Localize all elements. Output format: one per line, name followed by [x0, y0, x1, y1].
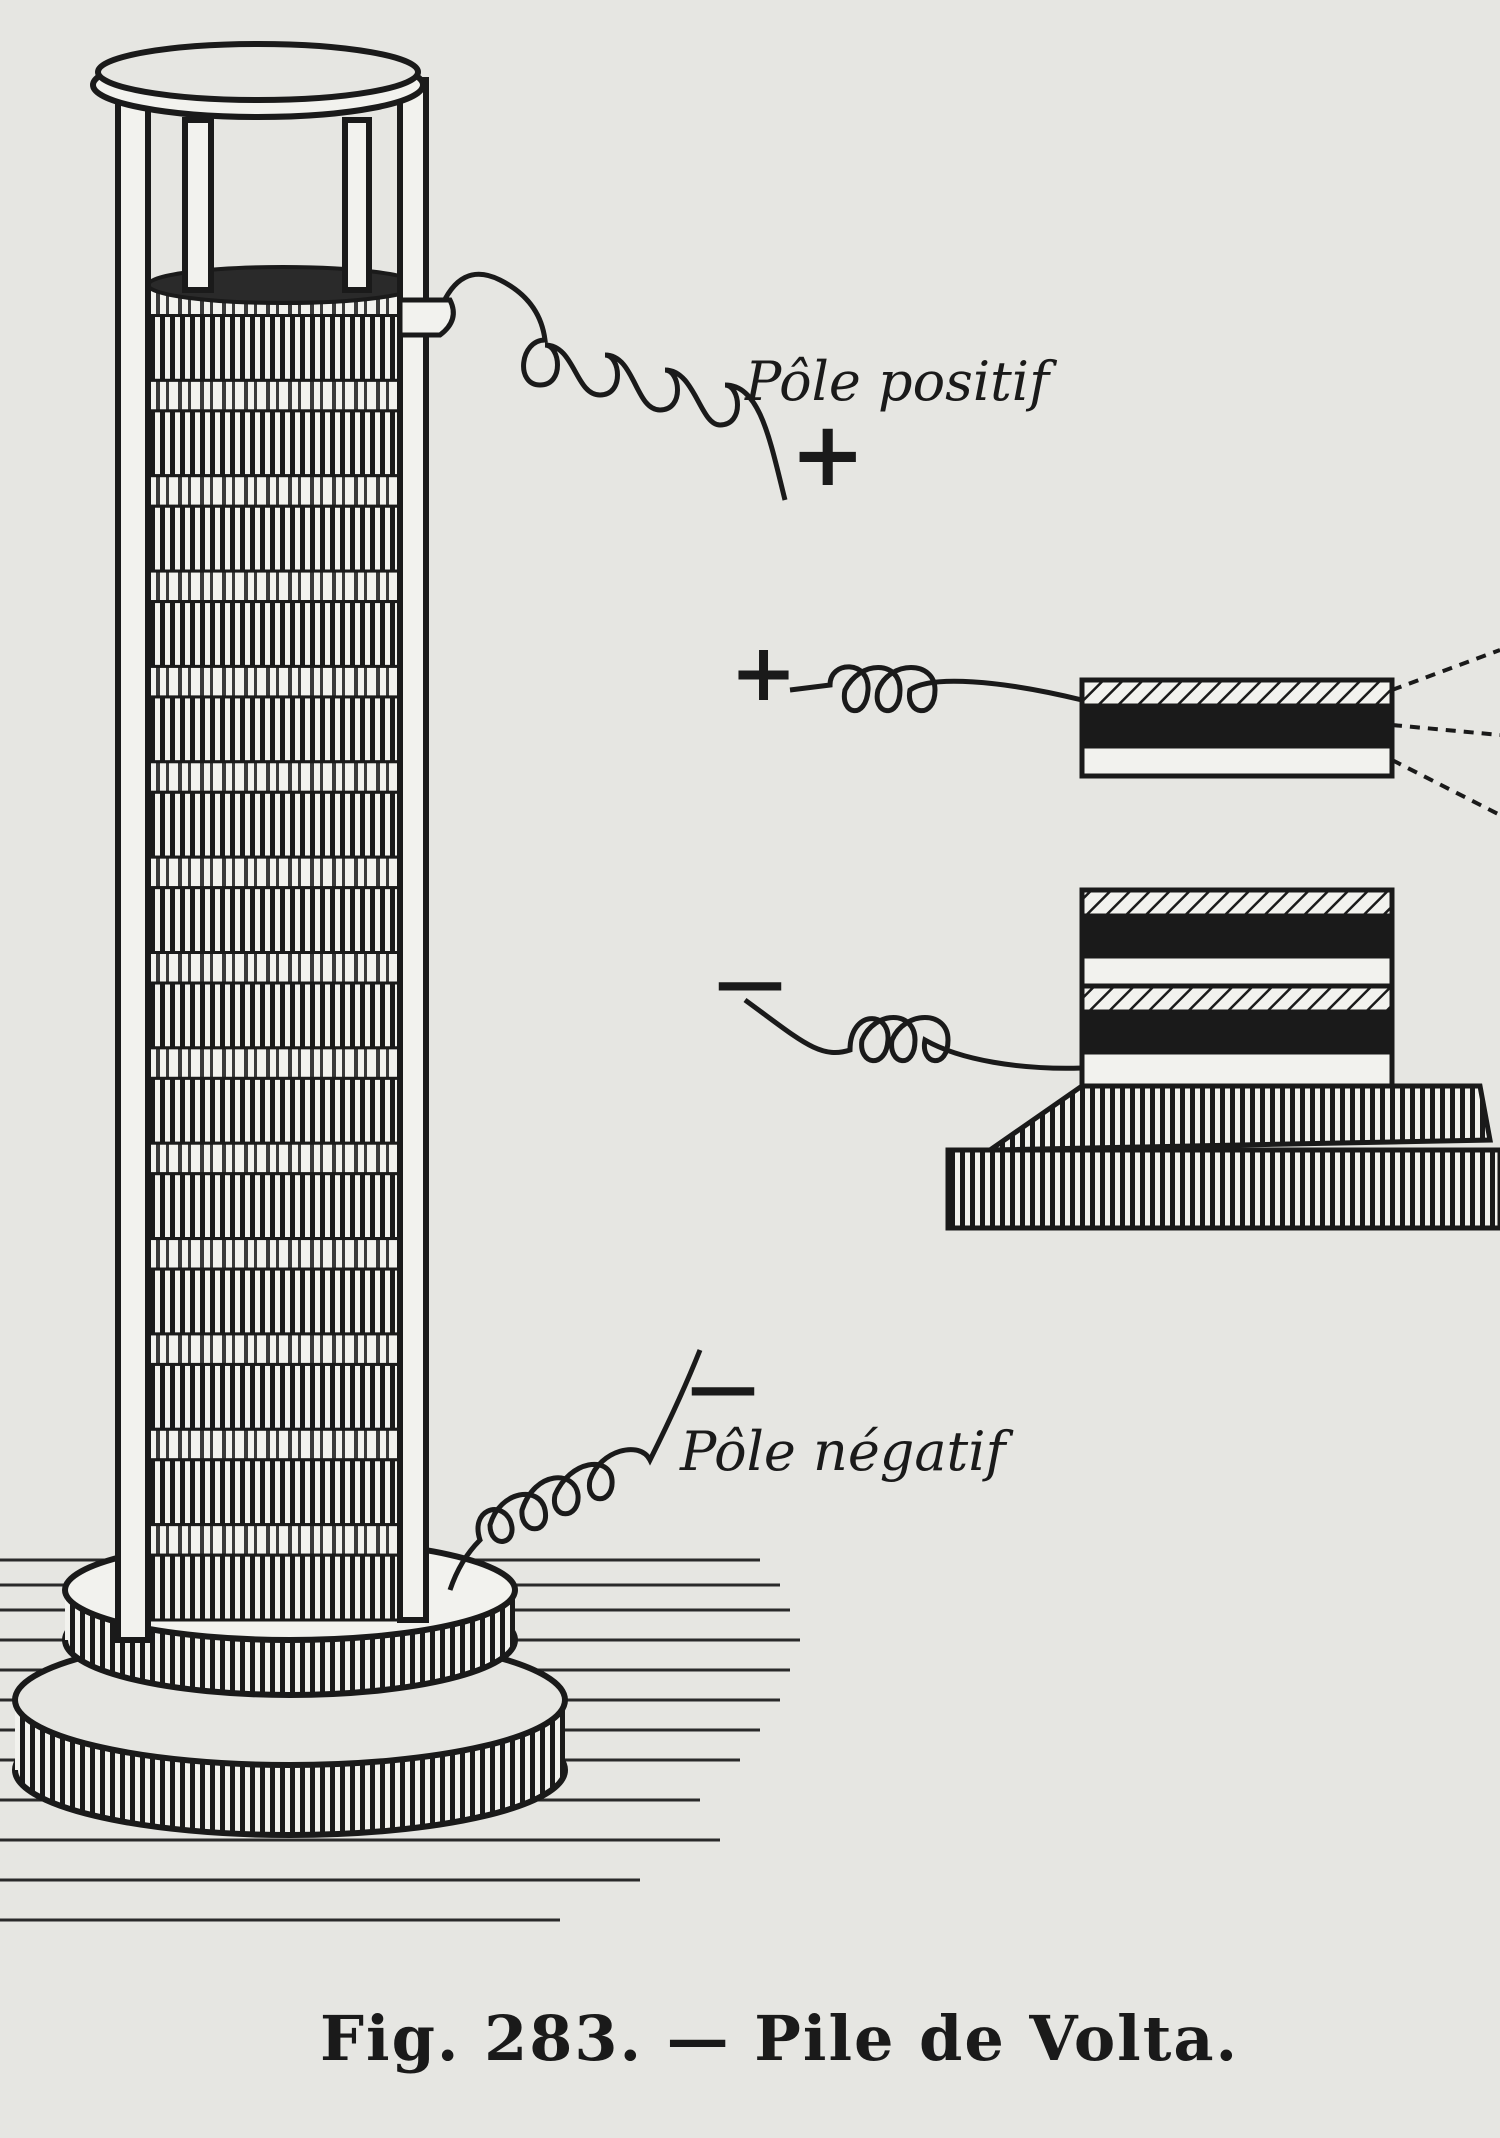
dark-disc [146, 695, 420, 764]
dark-disc [146, 314, 420, 382]
light-disc [146, 1523, 420, 1557]
light-disc [146, 378, 420, 413]
detail-plus-wire [789, 664, 1083, 714]
positive-plus-sign: + [790, 401, 865, 507]
detail-minus-wire [743, 997, 1083, 1071]
light-disc [146, 951, 420, 985]
dark-disc [146, 1362, 420, 1431]
negative-minus-sign: — [688, 1344, 758, 1427]
disc-stack [146, 265, 420, 1622]
dark-disc [146, 600, 420, 668]
positive-pole-label: Pôle positif [744, 350, 1057, 413]
dark-disc [146, 1553, 420, 1622]
dark-disc [146, 1267, 420, 1336]
light-disc [146, 1046, 420, 1080]
dark-disc [146, 886, 420, 955]
light-disc [146, 855, 420, 890]
negative-wire [447, 1349, 703, 1591]
light-disc [146, 760, 420, 794]
positive-wire [437, 271, 788, 501]
light-disc [146, 569, 420, 604]
light-disc [146, 1237, 420, 1271]
dark-disc [146, 790, 420, 859]
detail-dashed-lines [1391, 648, 1500, 817]
light-disc [146, 664, 420, 699]
dark-disc [146, 409, 420, 478]
detail-bottom-cell [945, 887, 1500, 1231]
dark-disc [146, 981, 420, 1050]
dark-disc [146, 1458, 420, 1527]
detail-minus-sign: — [715, 939, 785, 1022]
light-disc [146, 1332, 420, 1366]
light-disc [146, 1427, 420, 1462]
dark-disc [146, 1076, 420, 1145]
detail-top-cell [1079, 677, 1395, 779]
dark-disc [146, 1172, 420, 1241]
pile-frame [90, 41, 429, 1643]
light-disc [146, 474, 420, 508]
light-disc [146, 1141, 420, 1176]
negative-pole-label: Pôle négatif [679, 1420, 1014, 1483]
positive-terminal-tab [397, 297, 456, 338]
dark-disc [146, 504, 420, 573]
figure-caption: Fig. 283. — Pile de Volta. [320, 2002, 1239, 2075]
detail-plus-sign: + [730, 625, 797, 719]
